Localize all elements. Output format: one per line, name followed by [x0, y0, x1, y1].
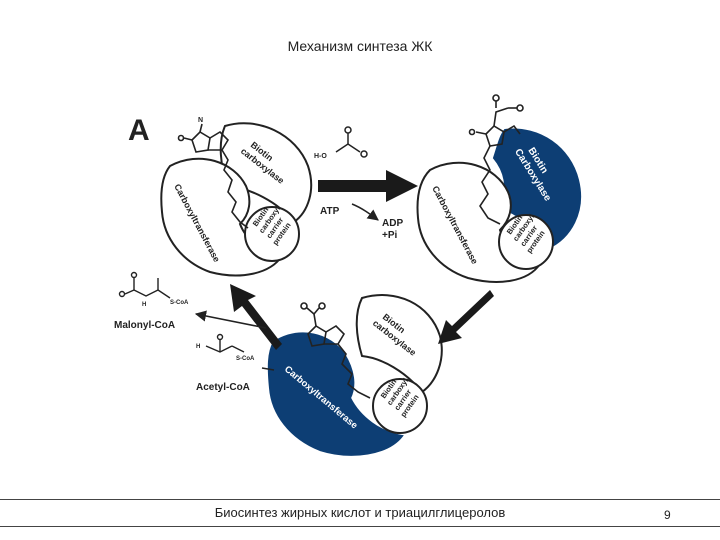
carboxybiotin-structure [300, 302, 371, 399]
acetyl-coa-structure: H S-CoA [196, 333, 255, 362]
bicarbonate-structure: H-O [314, 126, 368, 160]
complex-top-left: Biotin carboxylase Carboxyltransferase B… [160, 117, 313, 277]
svg-text:Biotin carboxyl ca: Biotin carboxyl carrier protein [503, 206, 553, 255]
malonyl-release-arrow [194, 310, 267, 329]
slide-footer: Биосинтез жирных кислот и триацилглицеро… [214, 505, 506, 520]
carboxyltransferase-subunit-blue [267, 332, 404, 456]
svg-text:N: N [198, 117, 203, 124]
svg-text:H: H [142, 302, 146, 308]
bccp-subunit [244, 206, 300, 262]
biotin-structure: N [177, 117, 249, 229]
acc-mechanism-svg: A Biotin carboxylase Carboxyltransferase… [114, 94, 582, 456]
footer-divider-top [0, 499, 720, 500]
acc-mechanism-figure: A Biotin carboxylase Carboxyltransferase… [100, 88, 600, 480]
adp-label: ADP [382, 218, 403, 229]
svg-text:H-O: H-O [314, 153, 327, 160]
complex-top-right: Biotin Carboxylase Carboxyltransferase B… [416, 94, 582, 283]
acetyl-entry-line [261, 367, 275, 371]
svg-text:S-CoA: S-CoA [236, 356, 255, 362]
forward-arrow [318, 170, 418, 202]
footer-divider-bottom [0, 526, 720, 527]
bccp-subunit [372, 378, 428, 434]
atp-arrow [351, 203, 379, 221]
complex-bottom: Biotin carboxylase Carboxyltransferase B… [267, 294, 443, 456]
svg-text:H: H [196, 344, 200, 350]
acetyl-label: Acetyl-CoA [196, 382, 250, 393]
return-arrow [230, 284, 282, 350]
panel-label: A [128, 114, 150, 147]
malonyl-coa-structure: H S-CoA [118, 271, 189, 308]
atp-label: ATP [320, 206, 340, 217]
bccp-subunit [498, 214, 554, 270]
biotin-carboxylase-subunit [355, 294, 443, 394]
slide-title: Механизм синтеза ЖК [287, 38, 433, 54]
svg-text:S-CoA: S-CoA [170, 300, 189, 306]
page-number: 9 [664, 508, 671, 522]
carboxybiotin-structure [468, 94, 524, 225]
malonyl-label: Malonyl-CoA [114, 320, 175, 331]
pi-label: +Pi [382, 230, 398, 241]
transfer-arrow [438, 290, 494, 344]
